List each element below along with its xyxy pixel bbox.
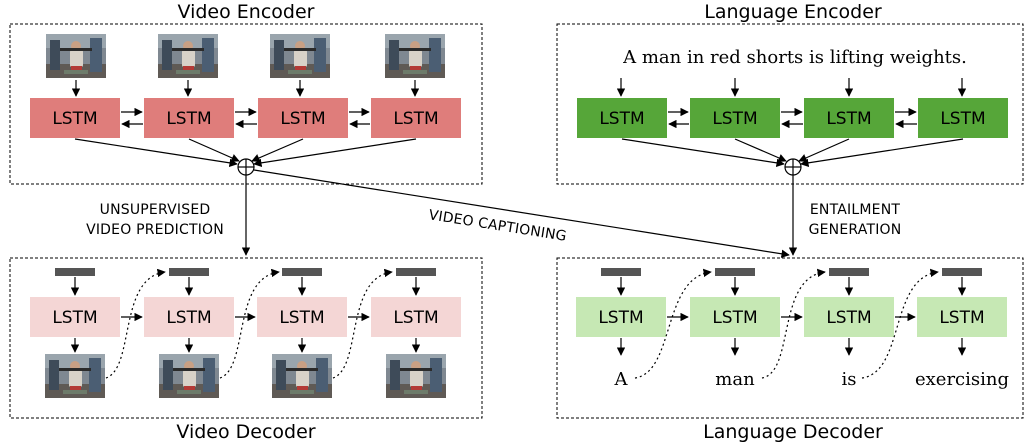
output-word: man (715, 369, 755, 390)
token-bar (169, 268, 209, 276)
video-encoder-lstm (30, 98, 120, 138)
language-encoder-lstm (804, 98, 894, 138)
language-encoder-cells: LSTM LSTM LSTM LSTM (577, 98, 1008, 138)
token-bar (715, 268, 755, 276)
language-decoder-lstm (917, 297, 1007, 337)
video-decoder-lstm (144, 297, 234, 337)
entailment-label-line2: GENERATION (809, 222, 902, 238)
video-decoder-lstm (257, 297, 347, 337)
video-decoder-tokens (55, 268, 436, 276)
output-word: exercising (915, 369, 1009, 390)
lstm-label: LSTM (598, 308, 643, 328)
lstm-label: LSTM (166, 109, 211, 129)
language-encoder-lstm (690, 98, 780, 138)
circle-plus-icon (237, 158, 255, 176)
video-captioning-arrow (253, 169, 790, 258)
token-bar (942, 268, 982, 276)
language-encoder-lstm (918, 98, 1008, 138)
token-bar (829, 268, 869, 276)
language-decoder-lstm (690, 297, 780, 337)
video-encoder-lstm (371, 98, 461, 138)
output-word: A (614, 369, 629, 390)
entailment-label-line1: ENTAILMENT (810, 202, 900, 218)
language-decoder-panel (556, 257, 1024, 419)
lstm-label: LSTM (599, 109, 644, 129)
language-encoder-panel (556, 23, 1024, 185)
video-decoder-frames (45, 354, 446, 398)
lstm-label: LSTM (712, 308, 757, 328)
unsupervised-label-line1: UNSUPERVISED (100, 202, 211, 218)
output-word: is (842, 369, 857, 390)
video-encoder-lstm (144, 98, 234, 138)
language-encoder-title: Language Encoder (704, 1, 882, 23)
lstm-label: LSTM (939, 308, 984, 328)
token-bar (55, 268, 95, 276)
output-words: A man is exercising (614, 369, 1010, 390)
language-decoder-lstm (804, 297, 894, 337)
lstm-label: LSTM (393, 109, 438, 129)
lstm-label: LSTM (393, 308, 438, 328)
lstm-label: LSTM (826, 308, 871, 328)
video-frame-thumbnail (45, 354, 105, 398)
language-decoder-title: Language Decoder (703, 421, 883, 443)
lstm-label: LSTM (279, 308, 324, 328)
token-bar (396, 268, 436, 276)
circle-plus-icon (784, 158, 802, 176)
language-decoder-cells: LSTM LSTM LSTM LSTM (576, 297, 1007, 337)
video-frame-thumbnail (159, 354, 219, 398)
video-decoder-cells: LSTM LSTM LSTM LSTM (30, 297, 461, 337)
language-decoder-tokens (601, 268, 982, 276)
video-encoder-frames (46, 34, 445, 78)
video-frame-thumbnail (158, 34, 218, 78)
input-sentence: A man in red shorts is lifting weights. (622, 47, 967, 68)
lstm-label: LSTM (712, 109, 757, 129)
video-frame-thumbnail (46, 34, 106, 78)
language-decoder-lstm (576, 297, 666, 337)
video-encoder-lstm (258, 98, 348, 138)
lstm-label: LSTM (280, 109, 325, 129)
video-frame-thumbnail (270, 34, 330, 78)
unsupervised-label-line2: VIDEO PREDICTION (86, 222, 224, 238)
lstm-label: LSTM (52, 109, 97, 129)
video-decoder-title: Video Decoder (176, 421, 315, 443)
lstm-label: LSTM (52, 308, 97, 328)
language-encoder-lstm (577, 98, 667, 138)
video-decoder-panel (9, 257, 483, 419)
video-decoder-lstm (371, 297, 461, 337)
video-captioning-label: VIDEO CAPTIONING (428, 207, 568, 245)
video-encoder-cells: LSTM LSTM LSTM LSTM (30, 98, 461, 138)
video-frame-thumbnail (385, 34, 445, 78)
lstm-label: LSTM (826, 109, 871, 129)
video-frame-thumbnail (386, 354, 446, 398)
video-decoder-lstm (30, 297, 120, 337)
lstm-label: LSTM (940, 109, 985, 129)
video-encoder-title: Video Encoder (178, 1, 315, 23)
lstm-label: LSTM (166, 308, 211, 328)
video-frame-thumbnail (272, 354, 332, 398)
token-bar (282, 268, 322, 276)
token-bar (601, 268, 641, 276)
